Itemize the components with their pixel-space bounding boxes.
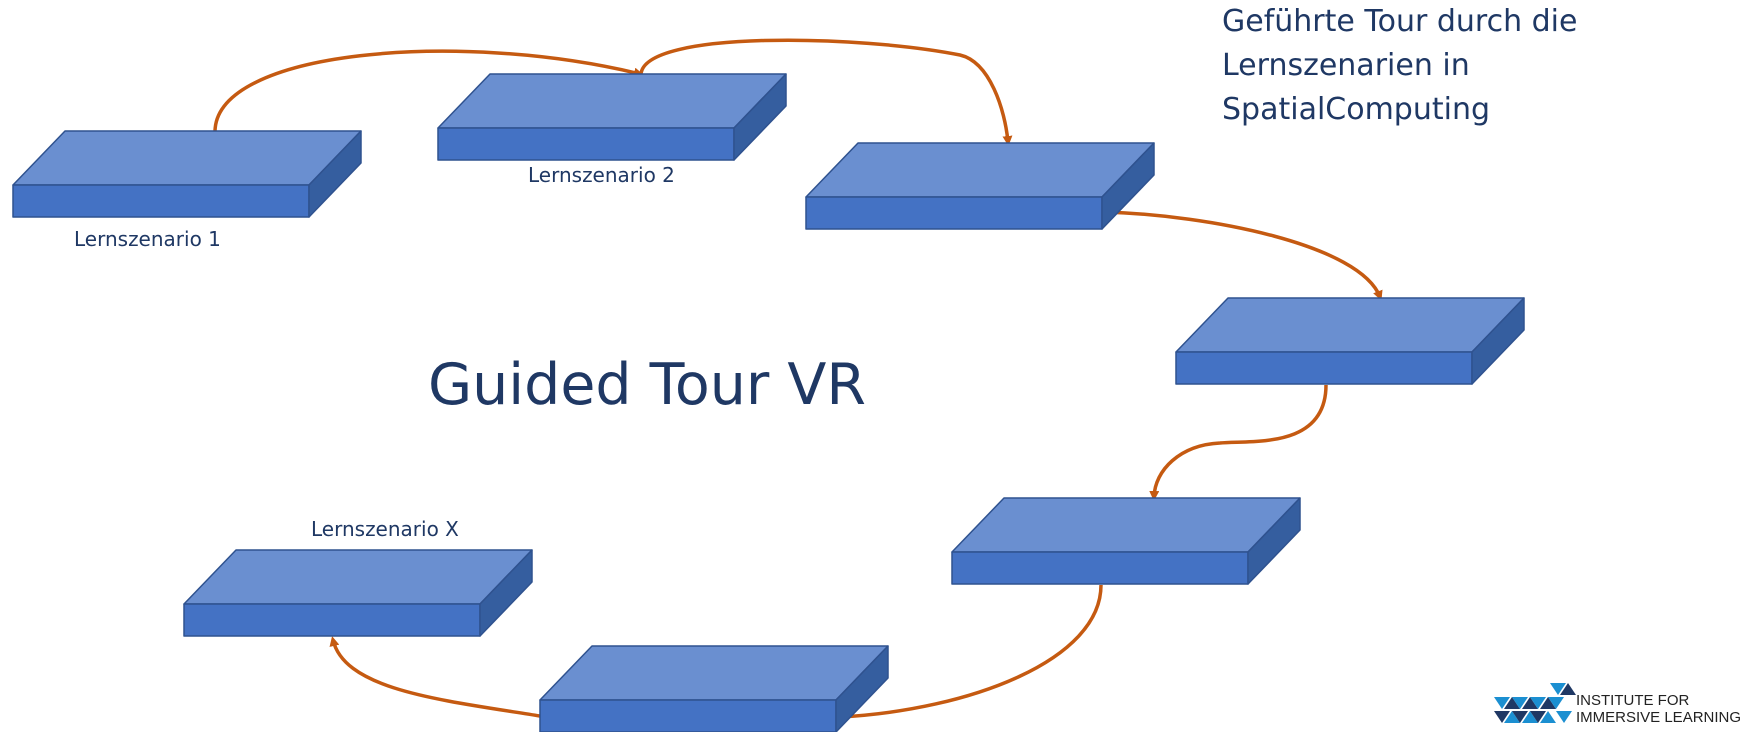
logo-mark-icon	[1494, 683, 1576, 723]
logo-text: INSTITUTE FOR IMMERSIVE LEARNING	[1576, 692, 1741, 726]
platform-label-1: Lernszenario 1	[74, 227, 221, 251]
platform-top-face	[951, 497, 1301, 553]
platform-label-x: Lernszenario X	[311, 517, 459, 541]
platform-top-face	[12, 130, 362, 186]
platform-p2	[437, 73, 787, 161]
platform-p1	[12, 130, 362, 218]
caption-line-2: Lernszenarien in SpatialComputing	[1222, 48, 1491, 127]
platform-front-face	[12, 184, 310, 218]
platform-top-face	[437, 73, 787, 129]
platform-side-face	[835, 645, 889, 732]
logo-line-1: INSTITUTE FOR	[1576, 692, 1690, 709]
platform-side-face	[479, 549, 533, 637]
platform-p4	[1175, 297, 1525, 385]
institute-logo	[1494, 683, 1576, 723]
platform-pX	[183, 549, 533, 637]
platform-label-2: Lernszenario 2	[528, 163, 675, 187]
platforms	[12, 73, 1525, 732]
platform-side-face	[1247, 497, 1301, 585]
logo-line-2: IMMERSIVE LEARNING	[1576, 709, 1742, 726]
tour-caption: Geführte Tour durch die Lernszenarien in…	[1222, 0, 1742, 132]
arrow-6-to-X	[329, 636, 541, 718]
arrow-1-to-2	[213, 49, 644, 133]
platform-p5	[951, 497, 1301, 585]
platform-top-face	[1175, 297, 1525, 353]
main-title: Guided Tour VR	[428, 352, 866, 418]
platform-side-face	[733, 73, 787, 161]
platform-front-face	[183, 603, 481, 637]
platform-p3	[805, 142, 1155, 230]
caption-line-1: Geführte Tour durch die	[1222, 4, 1578, 39]
platform-front-face	[539, 699, 837, 732]
platform-side-face	[1101, 142, 1155, 230]
platform-front-face	[805, 196, 1103, 230]
platform-side-face	[308, 130, 362, 218]
tour-path-arrows	[213, 38, 1383, 722]
platform-side-face	[1471, 297, 1525, 385]
platform-top-face	[805, 142, 1155, 198]
arrow-5-to-6	[836, 584, 1103, 722]
platform-top-face	[539, 645, 889, 701]
platform-p6	[539, 645, 889, 732]
arrow-2-to-3	[639, 38, 1013, 146]
arrow-4-to-5	[1149, 384, 1328, 501]
platform-top-face	[183, 549, 533, 605]
platform-front-face	[1175, 351, 1473, 385]
platform-front-face	[951, 551, 1249, 585]
platform-front-face	[437, 127, 735, 161]
arrow-3-to-4	[1103, 210, 1383, 301]
